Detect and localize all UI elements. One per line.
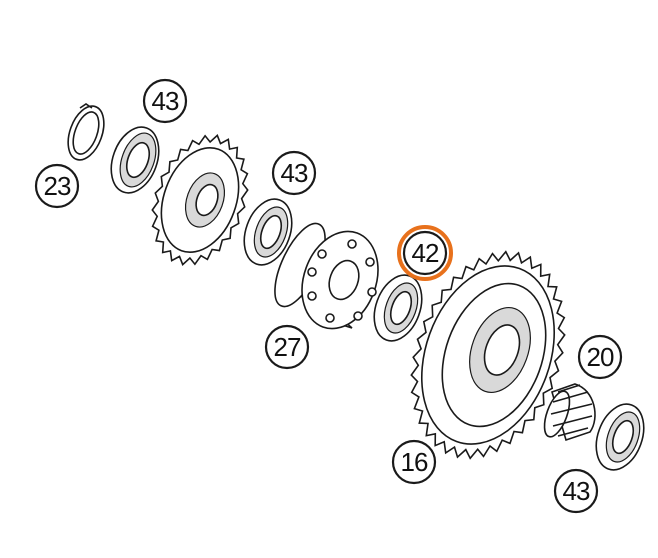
callout-43-b[interactable]: 43 — [271, 150, 317, 196]
callout-20[interactable]: 20 — [577, 334, 623, 380]
callout-23[interactable]: 23 — [34, 163, 80, 209]
callout-42[interactable]: 42 — [397, 225, 453, 281]
part-16-large-gear — [410, 250, 566, 460]
callout-27-text: 27 — [274, 332, 301, 362]
callout-16-text: 16 — [401, 447, 428, 477]
part-43-washer-b — [243, 198, 293, 266]
part-small-gear — [151, 134, 249, 266]
callout-27[interactable]: 27 — [264, 324, 310, 370]
callout-42-text: 42 — [412, 238, 439, 268]
part-43-washer-a — [110, 126, 160, 194]
callout-42-highlight-ring — [397, 225, 453, 281]
part-27-drum — [274, 222, 379, 330]
callout-43-b-text: 43 — [281, 158, 308, 188]
callout-43-c[interactable]: 43 — [553, 468, 599, 514]
callout-20-text: 20 — [587, 342, 614, 372]
callout-16[interactable]: 16 — [391, 439, 437, 485]
callout-43-a-text: 43 — [152, 86, 179, 116]
part-20-needle-bearing — [543, 383, 596, 442]
part-42-washer — [373, 274, 423, 342]
callout-23-text: 23 — [44, 171, 71, 201]
callout-43-a[interactable]: 43 — [142, 78, 188, 124]
part-23-circlip — [67, 103, 105, 161]
callout-43-c-text: 43 — [563, 476, 590, 506]
part-43-washer-c — [595, 403, 645, 471]
